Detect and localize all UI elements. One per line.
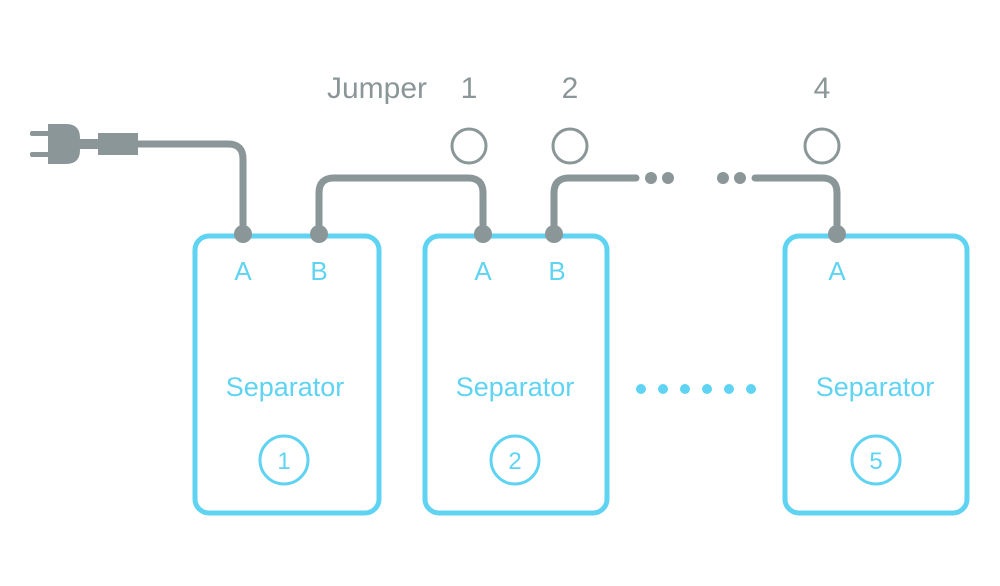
port-dot-sep1-b [310, 225, 328, 243]
separator-number: 2 [508, 448, 521, 475]
separator-name: Separator [816, 372, 935, 402]
port-b-label: B [310, 256, 327, 286]
jumper-label: Jumper [327, 72, 427, 105]
separator-number-circle [258, 434, 310, 486]
separator-box-2: A B Separator 2 [422, 233, 610, 516]
separator-name: Separator [226, 372, 345, 402]
port-dot-sep1-a [234, 225, 252, 243]
port-dot-sep2-b [545, 225, 563, 243]
jumper-number-4: 4 [814, 72, 831, 105]
port-dot-sep2-a [474, 225, 492, 243]
separator-ellipsis [636, 384, 756, 394]
jumper-cable-2-start [550, 174, 640, 238]
power-plug-icon [30, 124, 138, 164]
cable-ellipsis [645, 172, 746, 184]
separator-name: Separator [456, 372, 575, 402]
port-a-label: A [828, 256, 846, 286]
separator-box-5: A Separator 5 [782, 233, 970, 516]
port-a-label: A [474, 256, 492, 286]
separator-number: 5 [869, 448, 882, 475]
power-cable [134, 140, 247, 238]
separator-number: 1 [277, 448, 290, 475]
jumper-circle-1[interactable] [450, 127, 488, 165]
jumper-cable-2-end [751, 174, 841, 238]
jumper-number-2: 2 [562, 72, 579, 105]
port-b-label: B [548, 256, 565, 286]
separator-number-circle [489, 434, 541, 486]
port-a-label: A [234, 256, 252, 286]
jumper-number-1: 1 [461, 72, 478, 105]
jumper-cable-1 [315, 174, 487, 238]
separator-box-1: A B Separator 1 [192, 233, 382, 516]
port-dot-sep5-a [828, 225, 846, 243]
jumper-circle-4[interactable] [803, 127, 841, 165]
separator-number-circle [850, 434, 902, 486]
jumper-circle-2[interactable] [551, 127, 589, 165]
